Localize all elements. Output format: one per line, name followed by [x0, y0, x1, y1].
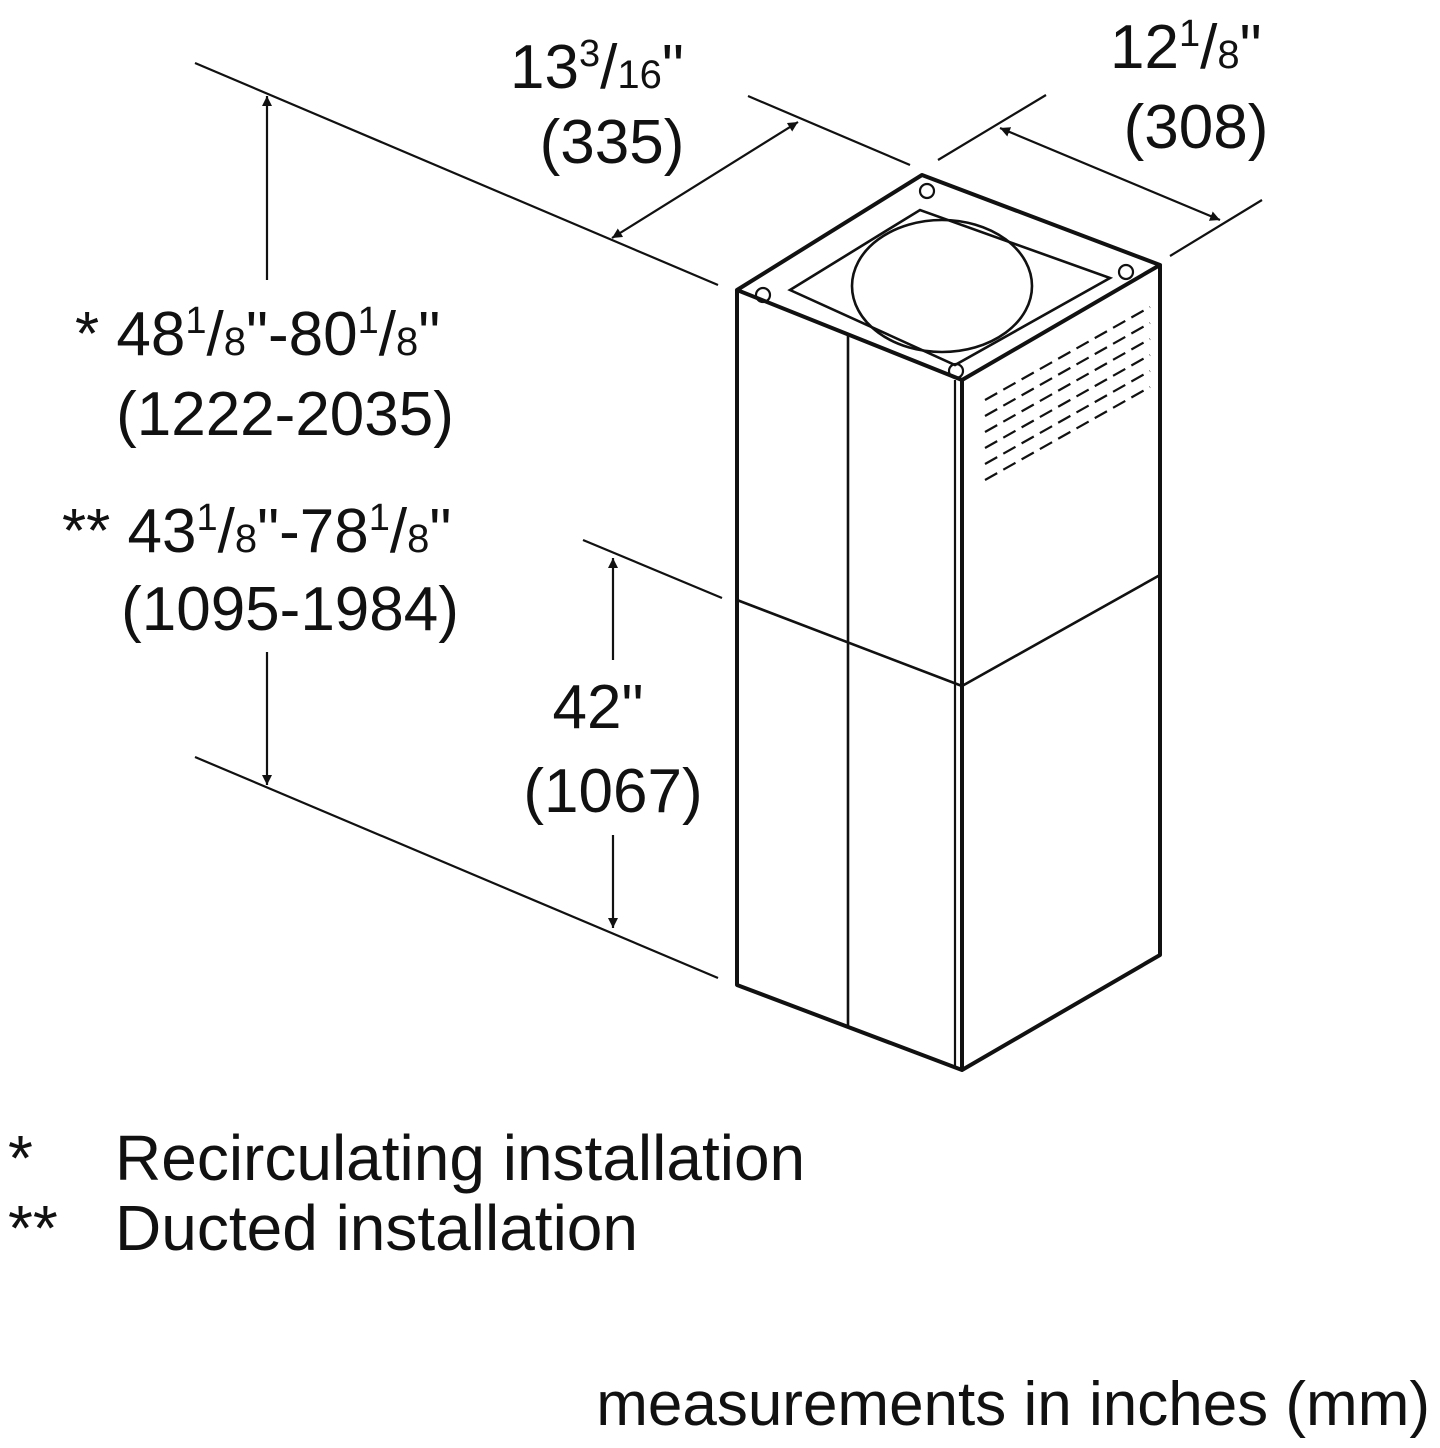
recirc-b-den: 8: [396, 320, 418, 364]
depth-unit: ": [1240, 13, 1262, 82]
svg-text:121/8": 121/8": [1110, 13, 1262, 82]
label-lower-height: 42" (1067): [523, 673, 702, 826]
top-extension-line: [194, 61, 719, 287]
recirc-b-whole: 80: [289, 300, 358, 369]
joint-extension-line: [582, 538, 723, 600]
bottom-extension-line: [194, 755, 719, 980]
width-unit: ": [662, 33, 684, 102]
recirc-a-whole: 48: [116, 300, 185, 369]
width-num: 3: [579, 33, 600, 75]
depth-num: 1: [1179, 13, 1200, 55]
ducted-prefix: **: [62, 497, 110, 566]
screw-icon: [754, 286, 772, 304]
recirc-a-den: 8: [224, 320, 246, 364]
ventilation-slots: [984, 306, 1151, 481]
top-flange: [787, 208, 1114, 367]
ducted-b-den: 8: [407, 517, 429, 561]
label-depth: 121/8" (308): [1110, 13, 1268, 162]
chimney-drawing: [735, 173, 1162, 1072]
depth-extension-line-right: [1169, 199, 1263, 257]
screw-icon: [1117, 263, 1135, 281]
width-whole: 13: [510, 33, 579, 102]
svg-text:* 481/8"-801/8": * 481/8"-801/8": [75, 300, 440, 369]
joint-left: [736, 598, 963, 688]
ducted-b-whole: 78: [300, 497, 369, 566]
duct-opening: [850, 218, 1034, 354]
chimney-top-face: [735, 173, 1162, 382]
dimension-lines: [194, 61, 1263, 980]
legend-symbol: *: [8, 1122, 33, 1194]
width-den: 16: [617, 53, 662, 97]
legend-text: Ducted installation: [115, 1192, 638, 1264]
ducted-a-whole: 43: [128, 497, 197, 566]
lower-height-mm: (1067): [523, 757, 702, 826]
label-width: 133/16" (335): [510, 33, 684, 177]
label-height-ducted: ** 431/8"-781/8" (1095-1984): [62, 497, 459, 644]
ducted-a-den: 8: [235, 517, 257, 561]
ducted-mm: (1095-1984): [121, 575, 459, 644]
recirc-prefix: *: [75, 300, 99, 369]
lower-height-value: 42": [553, 673, 644, 742]
screw-icon: [918, 182, 936, 200]
width-extension-line: [747, 94, 911, 167]
depth-den: 8: [1217, 33, 1239, 77]
legend-text: Recirculating installation: [115, 1122, 805, 1194]
depth-mm: (308): [1124, 93, 1269, 162]
svg-text:** 431/8"-781/8": ** 431/8"-781/8": [62, 497, 451, 566]
width-mm: (335): [540, 108, 685, 177]
joint-right: [961, 573, 1161, 688]
recirc-b-num: 1: [358, 300, 379, 342]
legend: * Recirculating installation ** Ducted i…: [8, 1122, 805, 1264]
svg-text:133/16": 133/16": [510, 33, 684, 102]
ducted-b-num: 1: [369, 497, 390, 539]
depth-whole: 12: [1110, 13, 1179, 82]
depth-dimension-arrow: [999, 126, 1221, 222]
recirc-mm: (1222-2035): [116, 380, 454, 449]
label-height-recirc: * 481/8"-801/8" (1222-2035): [75, 300, 454, 449]
measurement-units-note: measurements in inches (mm): [596, 1370, 1430, 1439]
screw-icon: [947, 362, 965, 380]
width-dimension-arrow: [611, 121, 799, 239]
recirc-a-num: 1: [185, 300, 206, 342]
depth-extension-line-left: [937, 94, 1047, 161]
ducted-a-num: 1: [196, 497, 217, 539]
legend-symbol: **: [8, 1192, 58, 1264]
